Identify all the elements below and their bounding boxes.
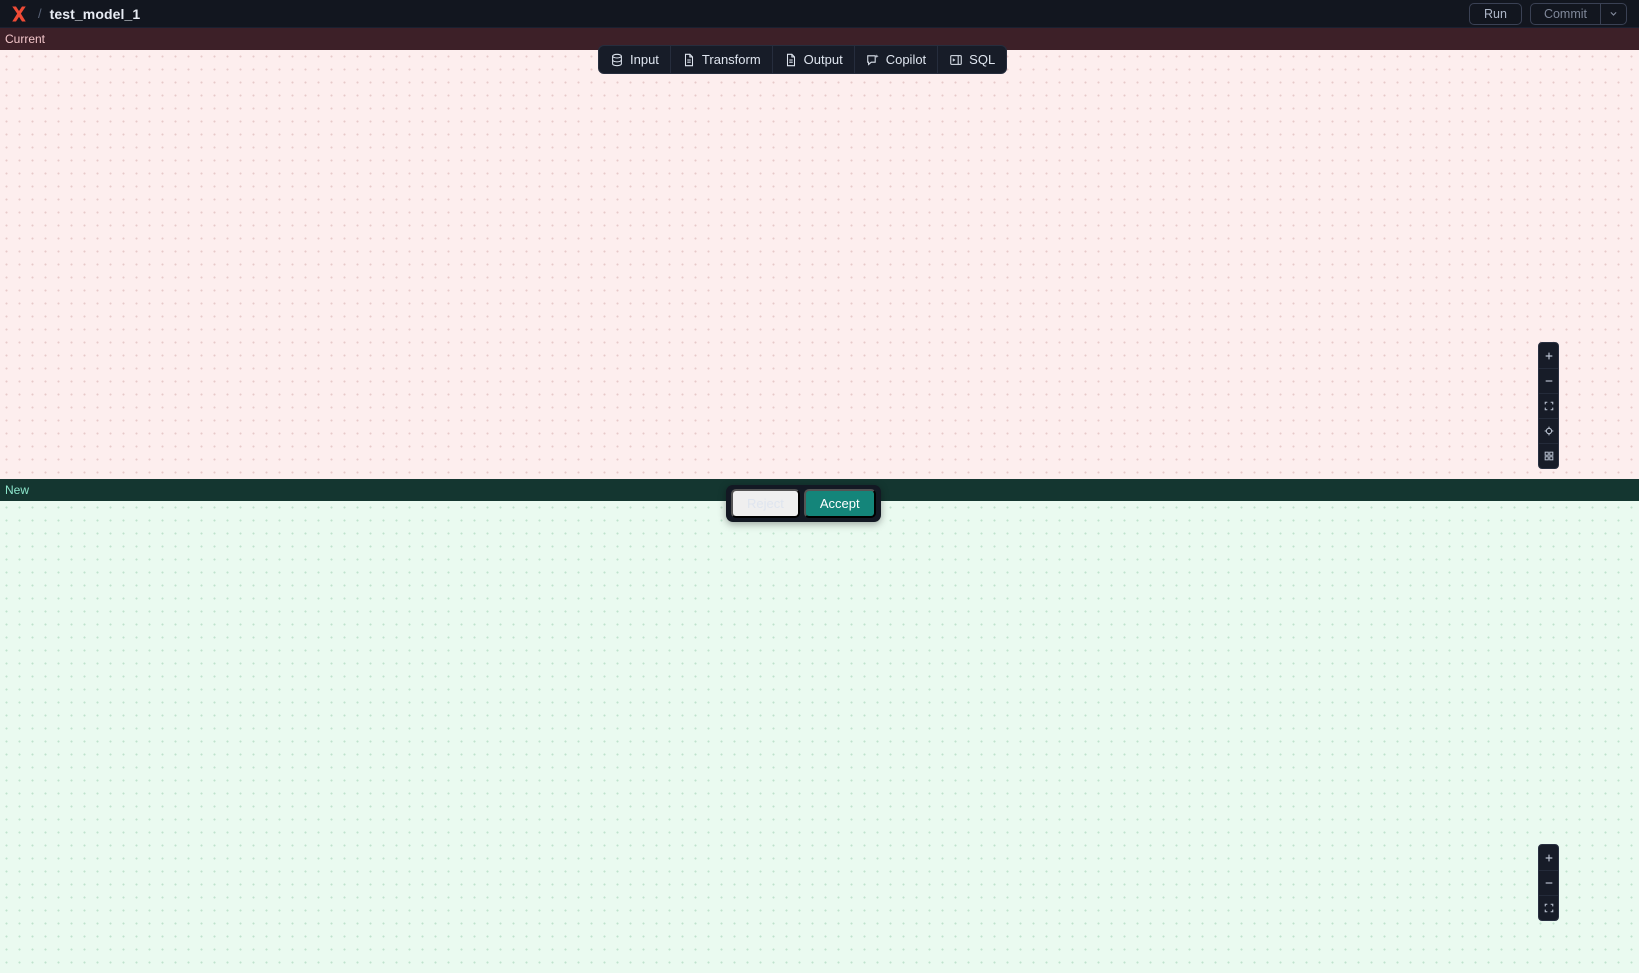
locate-target-icon[interactable] (1539, 418, 1558, 443)
accept-button[interactable]: Accept (803, 489, 876, 518)
canvas-zoom-controls-new (1538, 844, 1559, 921)
toolbar-item-sql[interactable]: SQL (937, 46, 1006, 73)
toolbar-item-input-label: Input (630, 52, 659, 67)
reject-button[interactable]: Reject (731, 489, 800, 518)
copilot-sparkle-icon (866, 53, 880, 67)
breadcrumb-separator: / (38, 6, 42, 21)
x-logo-icon[interactable] (8, 3, 30, 25)
database-icon (610, 53, 624, 67)
panel-right-icon (949, 53, 963, 67)
top-bar: / test_model_1 Run Commit (0, 0, 1639, 28)
edge-connections (0, 501, 1639, 973)
canvas-zoom-controls-current (1538, 342, 1559, 469)
chevron-down-icon[interactable] (1600, 3, 1626, 24)
current-pane-label: Current (0, 28, 1639, 50)
plus-icon[interactable] (1539, 343, 1558, 368)
grid-icon[interactable] (1539, 443, 1558, 468)
toolbar-item-input[interactable]: Input (599, 46, 670, 73)
current-canvas[interactable] (0, 50, 1639, 479)
document-icon (682, 53, 696, 67)
plus-icon[interactable] (1539, 845, 1558, 870)
toolbar-item-copilot[interactable]: Copilot (853, 46, 937, 73)
new-pane: New fct_github_pull_requests (0, 479, 1639, 973)
top-bar-actions: Run Commit (1469, 2, 1631, 25)
node-palette-toolbar: Input Transform Output (598, 45, 1008, 74)
minus-icon[interactable] (1539, 870, 1558, 895)
document-icon (784, 53, 798, 67)
new-canvas[interactable]: fct_github_pull_requests ··· Model Name (0, 501, 1639, 973)
current-pane: Current (0, 28, 1639, 479)
toolbar-item-output[interactable]: Output (771, 46, 854, 73)
toolbar-item-output-label: Output (803, 52, 843, 67)
toolbar-item-transform[interactable]: Transform (669, 46, 772, 73)
fit-screen-icon[interactable] (1539, 895, 1558, 920)
commit-button-group: Commit (1529, 2, 1627, 25)
run-button[interactable]: Run (1469, 2, 1522, 25)
toolbar-item-copilot-label: Copilot (885, 52, 927, 67)
diff-decision-bar: Reject Accept (726, 485, 881, 522)
page-title: test_model_1 (49, 5, 141, 22)
toolbar-item-sql-label: SQL (969, 52, 996, 67)
commit-button[interactable]: Commit (1543, 6, 1587, 21)
minus-icon[interactable] (1539, 368, 1558, 393)
toolbar-item-transform-label: Transform (701, 52, 761, 67)
fit-screen-icon[interactable] (1539, 393, 1558, 418)
